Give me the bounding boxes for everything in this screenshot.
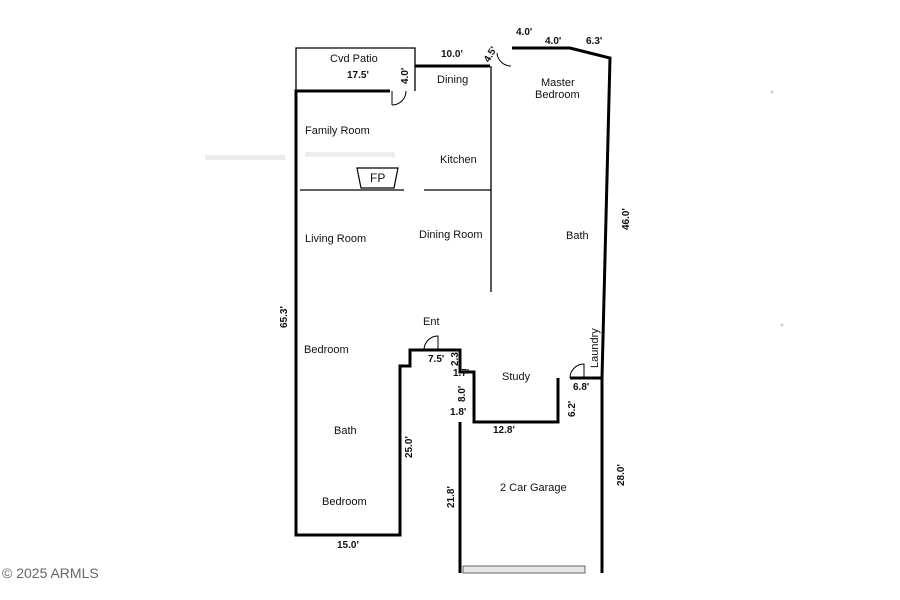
dim-entry-8-0: 8.0'	[457, 386, 468, 402]
room-label-dining: Dining	[437, 74, 468, 86]
laundry-door-swing	[569, 363, 585, 379]
copyright-watermark: © 2025 ARMLS	[2, 565, 99, 581]
room-label-laundry: Laundry	[589, 328, 601, 368]
dim-garage-12-8: 12.8'	[493, 425, 515, 436]
dim-entry-1-8: 1.8'	[450, 407, 466, 418]
room-label-family-room: Family Room	[305, 125, 370, 137]
room-label-kitchen: Kitchen	[440, 154, 477, 166]
room-label-bedroom-2: Bedroom	[322, 496, 367, 508]
dining-door-swing	[496, 52, 512, 67]
dim-left-65-3: 65.3'	[279, 306, 290, 328]
room-label-bedroom-1: Bedroom	[304, 344, 349, 356]
dim-garage-28-0: 28.0'	[616, 464, 627, 486]
fireplace-label: FP	[370, 171, 385, 185]
room-label-master-2: Bedroom	[535, 89, 580, 101]
patio-outline	[295, 47, 416, 91]
room-label-living-room: Living Room	[305, 233, 366, 245]
room-label-entry: Ent	[423, 316, 440, 328]
scan-smudge	[205, 155, 285, 160]
garage-wall	[458, 378, 604, 573]
room-label-hall-bath: Bath	[334, 425, 357, 437]
dim-top-4-0-b: 4.0'	[545, 36, 561, 47]
dim-angle-4-5: 4.5'	[482, 45, 500, 65]
dim-top-6-3: 6.3'	[586, 36, 602, 47]
patio-door-swing	[391, 90, 407, 106]
dim-entry-2-3: 2.3'	[450, 350, 461, 366]
dim-top-4-0-a: 4.0'	[516, 27, 532, 38]
scan-dot	[770, 90, 774, 94]
room-label-dining-room: Dining Room	[419, 229, 483, 241]
dim-laundry-6-2: 6.2'	[567, 401, 578, 417]
dim-bottom-15-0: 15.0'	[337, 540, 359, 551]
room-label-master-1: Master	[541, 77, 575, 89]
dim-wing-25-0: 25.0'	[404, 436, 415, 458]
dim-entry-1-7: 1.7'	[453, 368, 469, 379]
scan-smudge	[305, 152, 395, 157]
dim-patio-width: 17.5'	[347, 70, 369, 81]
garage-door	[462, 565, 586, 574]
exterior-wall-main	[294, 46, 612, 537]
room-label-cvd-patio: Cvd Patio	[330, 53, 378, 65]
room-label-master-bath: Bath	[566, 230, 589, 242]
fireplace	[356, 167, 399, 189]
dim-laundry-6-8: 6.8'	[573, 382, 589, 393]
dim-dining-width: 10.0'	[441, 49, 463, 60]
dim-right-46-0: 46.0'	[621, 208, 632, 230]
room-label-study: Study	[502, 371, 531, 383]
entry-door-swing	[423, 335, 439, 351]
dim-garage-21-8: 21.8'	[446, 486, 457, 508]
dim-patio-depth: 4.0'	[400, 68, 411, 84]
room-label-garage: 2 Car Garage	[500, 482, 567, 494]
scan-dot	[780, 323, 784, 327]
dim-entry-7-5: 7.5'	[428, 354, 444, 365]
